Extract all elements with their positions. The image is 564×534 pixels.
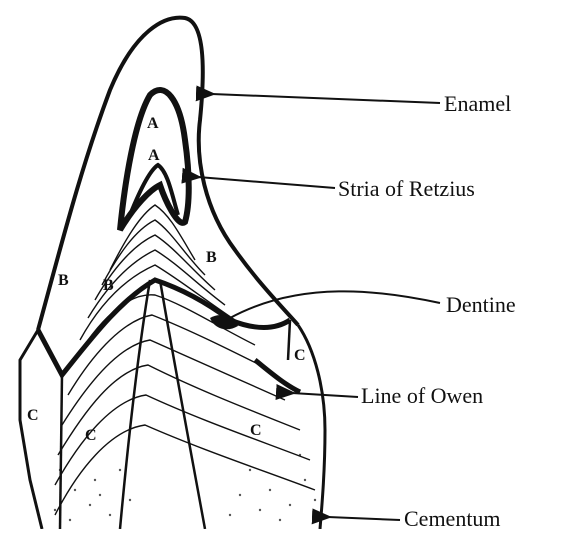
label-cementum: Cementum xyxy=(404,506,501,529)
zone-c-right: C xyxy=(294,347,306,364)
zone-b-left: B xyxy=(58,272,69,289)
label-stria: Stria of Retzius xyxy=(338,176,475,201)
label-enamel: Enamel xyxy=(444,91,511,116)
enamel-arrow xyxy=(212,94,440,103)
label-owen: Line of Owen xyxy=(361,383,483,408)
label-dentine: Dentine xyxy=(446,292,516,317)
dentine-mark xyxy=(210,315,238,329)
zone-b-mid: B xyxy=(103,277,114,294)
pulp-edges xyxy=(120,280,205,529)
left-crown-edge xyxy=(20,330,42,529)
dentine-leader xyxy=(230,291,440,318)
zone-c-mid-right: C xyxy=(250,422,262,439)
dentine-lines xyxy=(55,205,315,515)
zone-c-mid-left: C xyxy=(85,427,97,444)
owen-arrow xyxy=(292,393,358,397)
stria-arrow xyxy=(198,177,335,188)
cementum-stipple xyxy=(54,454,321,521)
cementum-arrow xyxy=(328,517,400,520)
zone-a2: A xyxy=(148,147,160,164)
line-of-owen-mark xyxy=(255,360,300,392)
zone-a1: A xyxy=(147,115,159,132)
leader-lines xyxy=(198,94,440,520)
zone-c-left: C xyxy=(27,407,39,424)
zone-b-right: B xyxy=(206,249,217,266)
